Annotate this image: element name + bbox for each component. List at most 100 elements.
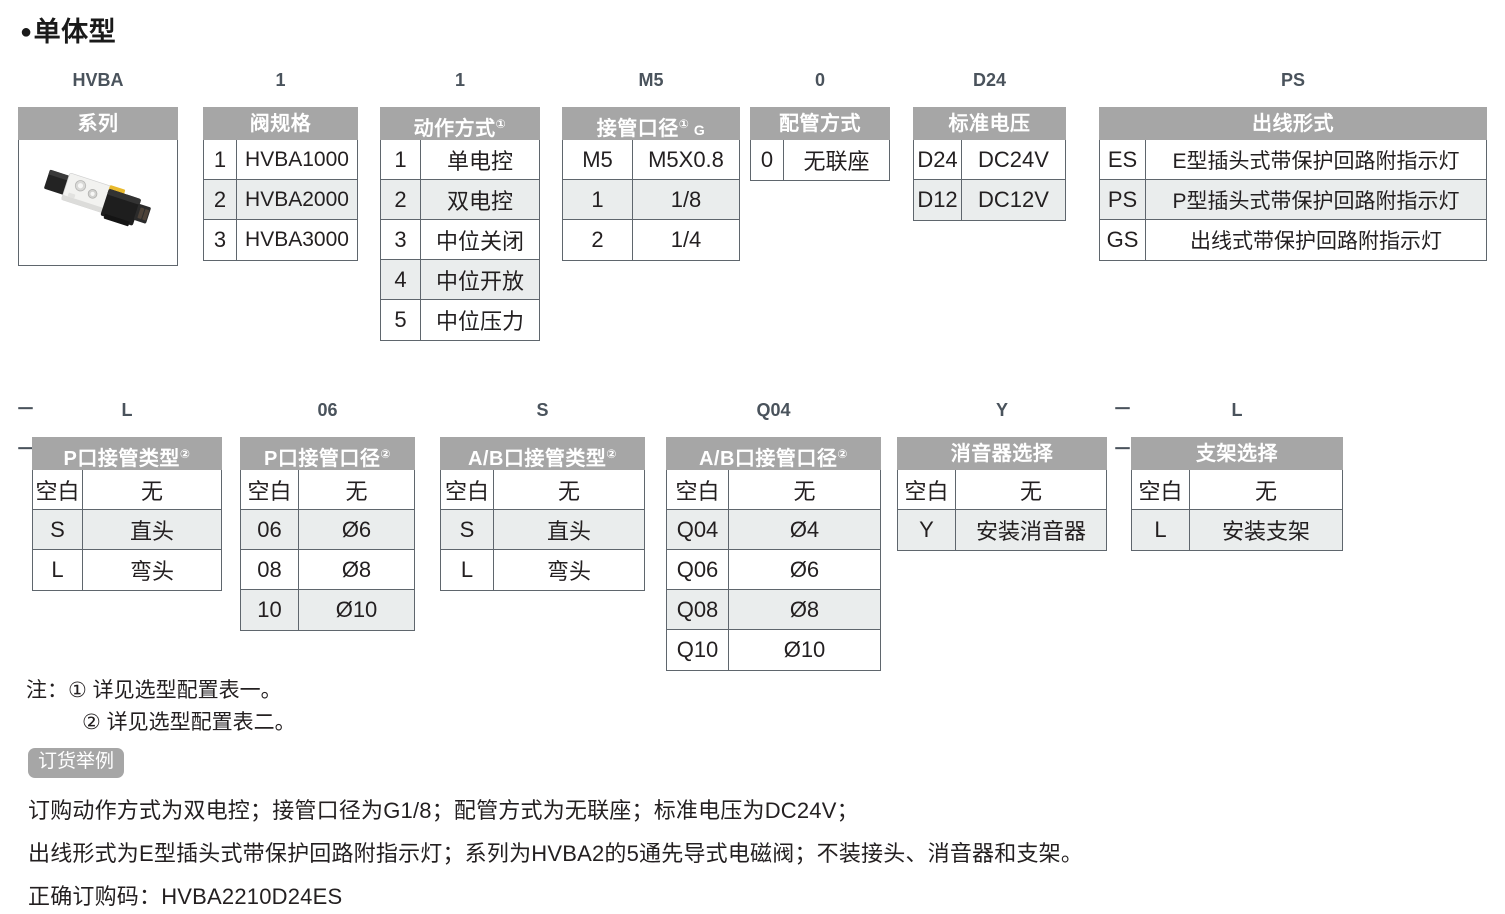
row-description: 无 [793, 478, 816, 504]
row-description: Ø6 [341, 516, 372, 542]
header-label: 标准电压 [948, 113, 1031, 135]
spec-table-header-series: 系列 [18, 107, 178, 140]
spec-table-header-p-port-fitting-diameter: P口接管口径② [240, 437, 415, 470]
code-label-s-2: S [536, 400, 549, 420]
row-description: 无联座 [803, 149, 870, 174]
row-description: 安装消音器 [975, 519, 1086, 544]
spec-table-header-bracket-option: 支架选择 [1131, 437, 1343, 470]
spec-table-header-standard-voltage: 标准电压 [913, 107, 1066, 140]
row-description: 无 [140, 478, 163, 504]
code-label-q04-3: Q04 [756, 400, 791, 420]
row-code: 1 [204, 140, 237, 179]
row-description: HVBA3000 [245, 228, 349, 251]
row-description: P型插头式带保护回路附指示灯 [1172, 189, 1460, 213]
header-label: 接管口径 [596, 118, 679, 140]
row-code: 空白 [1132, 470, 1190, 509]
row-code: 1 [563, 180, 633, 219]
row-description: 直头 [546, 518, 591, 544]
header-footnote-marker: ② [837, 447, 849, 461]
row-description: 无 [1254, 478, 1277, 504]
header-footnote-marker: ② [380, 447, 391, 461]
table-row: 空白无 [33, 470, 221, 510]
row-description: 弯头 [546, 559, 591, 584]
row-code: 5 [381, 300, 421, 340]
row-code: GS [1100, 220, 1146, 260]
row-description: M5X0.8 [648, 146, 724, 172]
spec-table-body-bracket-option: 空白 无 L 安装支架 [1131, 470, 1343, 551]
row-description: 双电控 [446, 188, 513, 214]
row-description: Ø10 [335, 597, 378, 622]
row-code: ES [1100, 140, 1146, 179]
row-description: 1/8 [670, 186, 702, 212]
row-code: M5 [563, 140, 633, 179]
notes-label: 注： [26, 679, 68, 702]
table-row: L 弯头 [33, 550, 221, 590]
header-label: A/B口接管类型 [467, 448, 607, 470]
row-code: 10 [241, 590, 299, 630]
header-label: 配管方式 [779, 113, 861, 135]
page-title-text: 单体型 [33, 17, 117, 47]
row-code: Q06 [667, 550, 729, 589]
row-description: 中位开放 [435, 268, 524, 294]
row-code: 4 [381, 260, 421, 299]
code-label-1-1: 1 [275, 70, 286, 90]
code-label-y-4: Y [995, 400, 1008, 420]
spec-table-header-port-size: 接管口径① G [562, 107, 740, 140]
row-code: Q04 [667, 510, 729, 549]
row-code: S [441, 510, 494, 549]
row-description: Ø10 [783, 637, 826, 662]
order-example-line-3: 正确订购码：HVBA2210D24ES [28, 884, 343, 909]
row-description: Ø8 [789, 596, 820, 622]
table-row: M5 M5X0.8 [563, 140, 739, 180]
row-code: 空白 [241, 470, 299, 509]
row-code: L [1132, 510, 1190, 550]
row-description: DC24V [978, 146, 1049, 172]
series-product-image-cell [18, 140, 178, 266]
notes-block: 注：① 详见选型配置表一。 ② 详见选型配置表二。 [26, 675, 296, 739]
order-example-tag: 订货举例 [28, 748, 125, 778]
header-footnote-marker: ① [495, 117, 507, 131]
code-label-0-4: 0 [814, 70, 825, 90]
table-row: 空白无 [441, 470, 644, 510]
header-label: 动作方式 [413, 118, 496, 140]
code-label-1-2: 1 [454, 70, 465, 90]
row-code: PS [1100, 180, 1146, 219]
row-code: Q08 [667, 590, 729, 629]
header-label: 阀规格 [249, 113, 312, 135]
dash-separator-2: － [1113, 399, 1133, 420]
code-label-l-0: L [121, 400, 133, 420]
row-description: 安装支架 [1221, 519, 1310, 544]
dash-separator-0: － [16, 399, 36, 420]
code-label-m5-3: M5 [638, 70, 664, 90]
code-label-ps-6: PS [1280, 70, 1305, 90]
spec-table-header-lead-out-type: 出线形式 [1099, 107, 1487, 140]
row-description: 弯头 [129, 559, 174, 584]
row-code: L [33, 550, 83, 590]
row-description: E型插头式带保护回路附指示灯 [1172, 149, 1460, 173]
row-code: 空白 [898, 470, 956, 509]
header-label: 出线形式 [1252, 113, 1334, 135]
header-label: 消音器选择 [950, 443, 1054, 465]
table-row: 空白 无 [1132, 470, 1342, 510]
table-row: 1 1/8 [563, 180, 739, 220]
